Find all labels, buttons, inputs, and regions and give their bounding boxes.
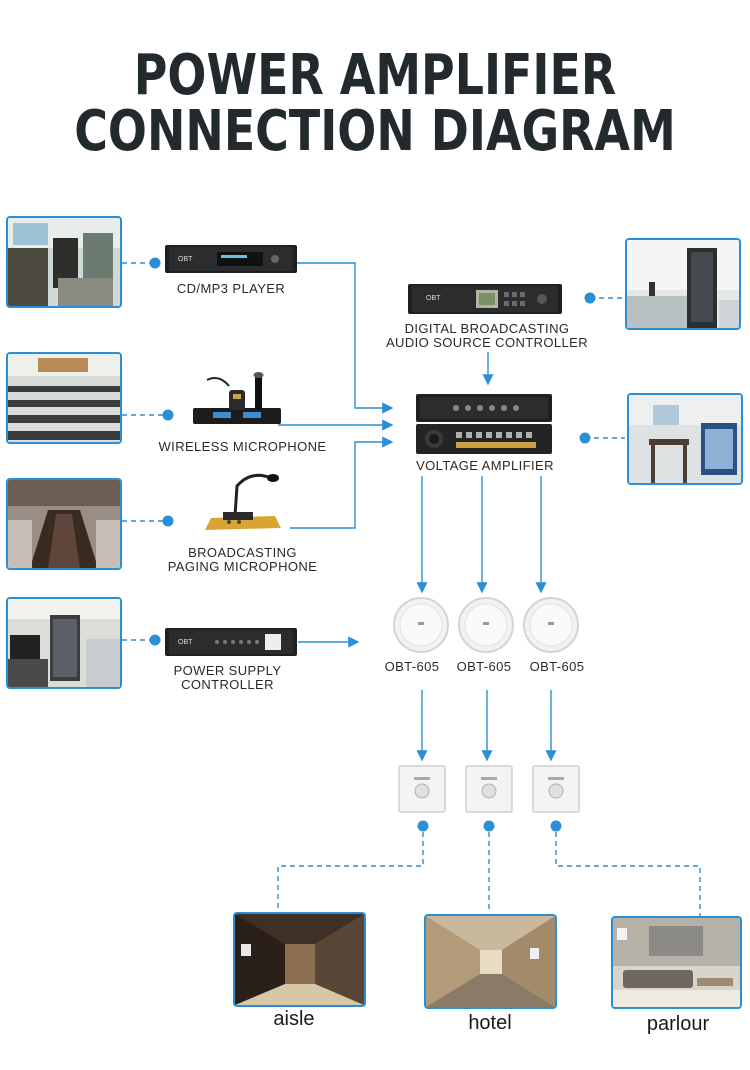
caption-parlour: parlour bbox=[646, 1013, 710, 1035]
label-speaker-3: OBT-605 bbox=[529, 659, 585, 674]
power-supply-controller-device: OBT bbox=[165, 628, 297, 656]
photo-meeting-room bbox=[6, 478, 122, 570]
photo-lecture-hall bbox=[6, 352, 122, 444]
node-dot bbox=[417, 820, 429, 832]
title-line-2: CONNECTION DIAGRAM bbox=[74, 99, 676, 164]
label-paging-microphone-line-2: PAGING MICROPHONE bbox=[167, 559, 318, 574]
volume-controller-3 bbox=[532, 765, 580, 813]
label-paging-microphone-line-1: BROADCASTING bbox=[188, 545, 297, 560]
photo-office-rack bbox=[625, 238, 741, 330]
photo-control-room bbox=[6, 216, 122, 308]
volume-controller-1 bbox=[398, 765, 446, 813]
photo-office-desk bbox=[627, 393, 743, 485]
label-digital-controller-line-1: DIGITAL BROADCASTING bbox=[404, 321, 570, 336]
device-brand: OBT bbox=[178, 256, 193, 263]
title-line-1: POWER AMPLIFIER bbox=[133, 43, 617, 108]
label-cd-mp3-player: CD/MP3 PLAYER bbox=[176, 281, 286, 296]
ceiling-speaker-1 bbox=[393, 597, 449, 653]
node-dot bbox=[162, 409, 174, 421]
caption-aisle: aisle bbox=[273, 1008, 315, 1030]
node-dot bbox=[483, 820, 495, 832]
digital-controller-device: OBT bbox=[408, 284, 562, 314]
node-dot bbox=[550, 820, 562, 832]
signal-line-paging bbox=[290, 436, 394, 529]
node-dot bbox=[149, 257, 161, 269]
device-brand: OBT bbox=[426, 295, 441, 302]
caption-hotel: hotel bbox=[468, 1012, 512, 1034]
node-dot bbox=[579, 432, 591, 444]
dashed-link-aisle bbox=[277, 832, 424, 912]
paging-microphone-device bbox=[205, 473, 281, 530]
cd-mp3-player-device: OBT bbox=[165, 245, 297, 273]
label-power-supply-line-1: POWER SUPPLY bbox=[173, 663, 282, 678]
photo-aisle bbox=[233, 912, 366, 1007]
node-dot bbox=[149, 634, 161, 646]
photo-hotel bbox=[424, 914, 557, 1009]
label-voltage-amplifier: VOLTAGE AMPLIFIER bbox=[416, 458, 554, 473]
dashed-link-parlour bbox=[555, 832, 701, 916]
volume-controller-2 bbox=[465, 765, 513, 813]
label-power-supply-line-2: CONTROLLER bbox=[181, 677, 274, 692]
ceiling-speaker-2 bbox=[458, 597, 514, 653]
node-dot bbox=[162, 515, 174, 527]
label-digital-controller-line-2: AUDIO SOURCE CONTROLLER bbox=[385, 335, 589, 350]
label-speaker-1: OBT-605 bbox=[384, 659, 440, 674]
photo-parlour bbox=[611, 916, 742, 1009]
photo-equipment-room bbox=[6, 597, 122, 689]
signal-line-cd bbox=[268, 262, 394, 414]
device-brand: OBT bbox=[178, 639, 193, 646]
node-dot bbox=[584, 292, 596, 304]
ceiling-speaker-3 bbox=[523, 597, 579, 653]
voltage-amplifier-device bbox=[416, 394, 552, 454]
label-speaker-2: OBT-605 bbox=[456, 659, 512, 674]
label-wireless-microphone: WIRELESS MICROPHONE bbox=[158, 439, 327, 454]
wireless-microphone-device bbox=[193, 372, 281, 424]
